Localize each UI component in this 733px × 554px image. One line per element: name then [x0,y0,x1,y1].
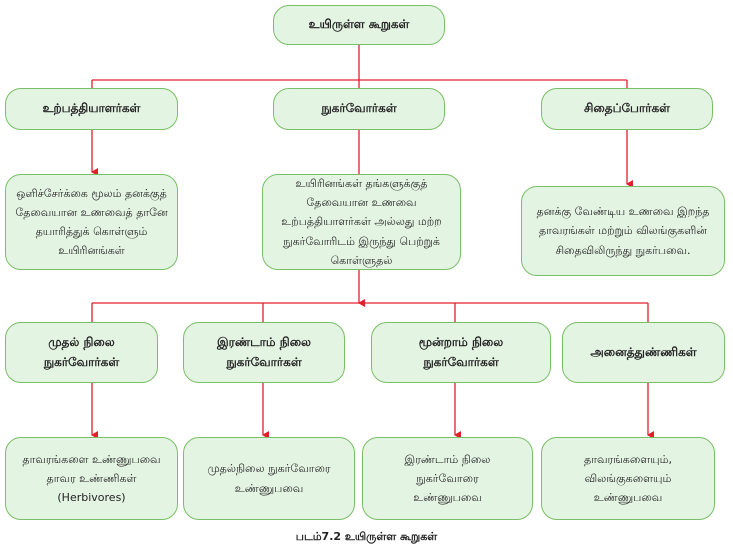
consumers-description: உயிரினங்கள் தங்களுக்குத் தேவையான உணவை உற… [262,174,461,270]
omnivores-node: அனைத்துண்ணிகள் [562,322,725,383]
description-text: தனக்கு வேண்டிய உணவை இறந்த தாவரங்கள் மற்ற… [536,205,710,257]
primary-consumers-description: தாவரங்களை உண்ணுபவை தாவர உண்ணிகள் (Herbiv… [5,437,178,520]
producers-label: உற்பத்தியாளர்கள் [42,101,141,116]
decomposers-label: சிதைப்போர்கள் [584,101,670,116]
omnivores-description: தாவரங்களையும், விலங்குகளையும் உண்ணுபவை [541,437,715,520]
node-label: இரண்டாம் நிலை நுகர்வோர்கள் [216,335,312,369]
node-label: அனைத்துண்ணிகள் [590,344,697,359]
decomposers-description: தனக்கு வேண்டிய உணவை இறந்த தாவரங்கள் மற்ற… [521,186,725,276]
tertiary-consumers-node: மூன்றாம் நிலை நுகர்வோர்கள் [371,322,551,383]
secondary-consumers-description: முதல்நிலை நுகர்வோரை உண்ணுபவை [183,437,355,520]
secondary-consumers-node: இரண்டாம் நிலை நுகர்வோர்கள் [183,322,345,383]
description-text: தாவரங்களை உண்ணுபவை தாவர உண்ணிகள் (Herbiv… [22,452,161,505]
description-text: தாவரங்களையும், விலங்குகளையும் உண்ணுபவை [584,452,672,505]
root-label: உயிருள்ள கூறுகள் [308,17,410,32]
primary-consumers-node: முதல் நிலை நுகர்வோர்கள் [5,322,158,383]
description-text: முதல்நிலை நுகர்வோரை உண்ணுபவை [207,462,331,495]
consumers-node: நுகர்வோர்கள் [273,88,445,130]
node-label: முதல் நிலை நுகர்வோர்கள் [43,335,120,369]
root-node: உயிருள்ள கூறுகள் [273,5,445,45]
decomposers-node: சிதைப்போர்கள் [541,88,713,130]
description-text: ஒளிச்சேர்க்கை மூலம் தனக்குத் தேவையான உணவ… [15,186,168,258]
producers-description: ஒளிச்சேர்க்கை மூலம் தனக்குத் தேவையான உணவ… [5,174,178,270]
description-text: உயிரினங்கள் தங்களுக்குத் தேவையான உணவை உற… [281,176,442,267]
consumers-label: நுகர்வோர்கள் [321,101,397,116]
description-text: இரண்டாம் நிலை நுகர்வோரை உண்ணுபவை [404,452,491,505]
node-label: மூன்றாம் நிலை நுகர்வோர்கள் [418,335,504,369]
tertiary-consumers-description: இரண்டாம் நிலை நுகர்வோரை உண்ணுபவை [362,437,533,520]
producers-node: உற்பத்தியாளர்கள் [5,88,178,130]
figure-caption: படம்7.2 உயிருள்ள கூறுகள் [295,530,438,543]
